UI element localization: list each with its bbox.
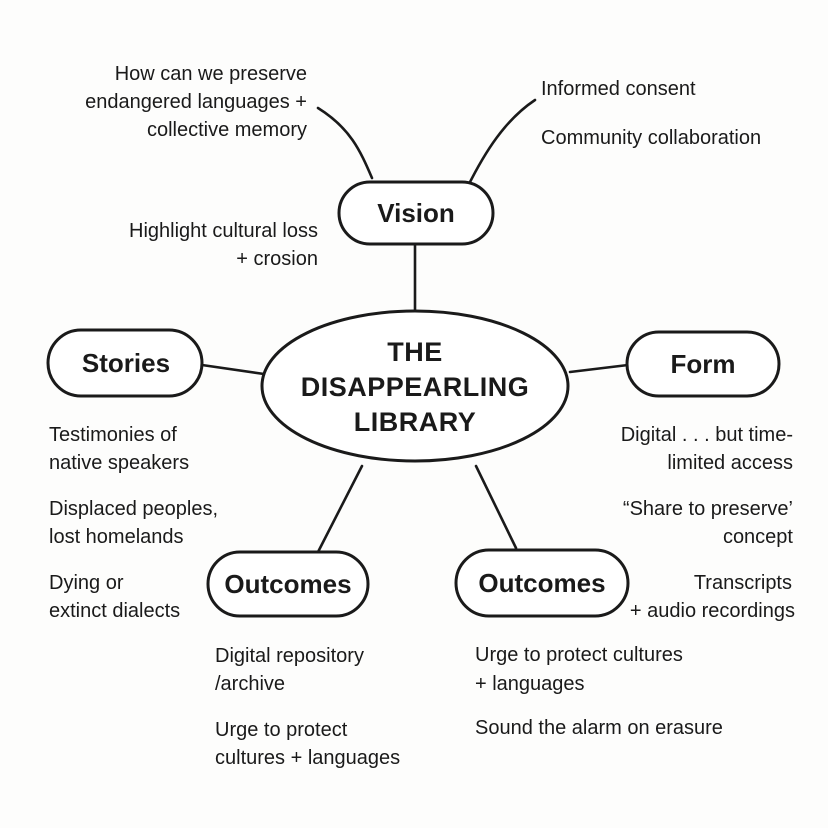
note-stories-testimonies: Testimonies of native speakers (49, 424, 189, 474)
note-vision-question: How can we preserve endangered languages… (85, 63, 307, 141)
center-ellipse (260, 309, 570, 463)
node-outcomes-left-shape (206, 550, 370, 618)
note-line: Displaced peoples, (49, 498, 218, 520)
center-title-line-1: THE (387, 337, 443, 367)
node-stories-shape (46, 328, 204, 398)
node-outcomes-left: Outcomes (206, 550, 370, 618)
note-outcomes-right-alarm: Sound the alarm on erasure (475, 717, 723, 739)
note-line: collective memory (147, 119, 307, 141)
note-line: endangered languages + (85, 91, 307, 113)
note-outcomes-right-urge: Urge to protect cultures + languages (475, 644, 683, 695)
note-line: How can we preserve (115, 63, 307, 85)
note-form-share: “Share to preserve’ concept (623, 498, 794, 548)
note-line: Digital repository (215, 645, 364, 667)
node-stories-label: Stories (82, 348, 170, 378)
note-line: Transcripts (694, 572, 792, 594)
link-center-form (568, 363, 630, 374)
note-line: Highlight cultural loss (129, 220, 318, 242)
note-vision-loss: Highlight cultural loss + crosion (129, 220, 318, 270)
note-line: “Share to preserve’ (623, 498, 793, 520)
note-line: Urge to protect (215, 719, 348, 741)
node-outcomes-left-label: Outcomes (224, 569, 351, 599)
node-stories: Stories (46, 328, 204, 398)
node-form-shape (625, 330, 781, 398)
link-vision-consent (466, 98, 537, 188)
note-stories-displaced: Displaced peoples, lost homelands (49, 498, 218, 548)
node-outcomes-right-label: Outcomes (478, 568, 605, 598)
center-node: THE DISAPPEARLING LIBRARY (260, 309, 570, 463)
center-title-line-2: DISAPPEARLING (301, 372, 530, 402)
note-line: native speakers (49, 452, 189, 474)
node-vision-shape (337, 180, 495, 246)
link-center-outcomes-right (474, 464, 518, 550)
note-outcomes-left-urge: Urge to protect cultures + languages (215, 719, 400, 769)
link-vision-question (316, 106, 374, 180)
node-form: Form (625, 330, 781, 398)
note-line: Urge to protect cultures (475, 644, 683, 666)
node-vision: Vision (337, 180, 495, 246)
note-outcomes-left-repo: Digital repository /archive (215, 645, 364, 695)
note-stories-dialects: Dying or extinct dialects (49, 572, 180, 622)
note-line: Community collaboration (541, 127, 761, 149)
note-line: concept (723, 526, 793, 548)
note-line: + languages (475, 673, 585, 695)
note-vision-collab: Community collaboration (541, 127, 761, 149)
note-form-transcripts: Transcripts + audio recordings (630, 572, 795, 622)
note-line: lost homelands (49, 526, 184, 548)
note-vision-consent: Informed consent (541, 78, 696, 100)
note-line: + audio recordings (630, 600, 795, 622)
note-line: Digital . . . but time- (621, 424, 793, 446)
note-line: cultures + languages (215, 747, 400, 769)
note-line: Informed consent (541, 78, 696, 100)
note-line: + crosion (236, 248, 318, 270)
note-line: Testimonies of (49, 424, 177, 446)
node-form-label: Form (671, 349, 736, 379)
node-outcomes-right-shape (454, 548, 630, 618)
node-outcomes-right: Outcomes (454, 548, 630, 618)
node-vision-label: Vision (377, 198, 455, 228)
note-line: limited access (667, 452, 793, 474)
note-line: Dying or (49, 572, 124, 594)
note-line: Sound the alarm on erasure (475, 717, 723, 739)
note-line: /archive (215, 673, 285, 695)
note-form-digital: Digital . . . but time- limited access (621, 424, 793, 474)
link-center-outcomes-left (316, 464, 364, 554)
link-center-stories (200, 363, 266, 376)
connectors (200, 98, 630, 554)
center-title-line-3: LIBRARY (354, 407, 477, 437)
note-line: extinct dialects (49, 600, 180, 622)
